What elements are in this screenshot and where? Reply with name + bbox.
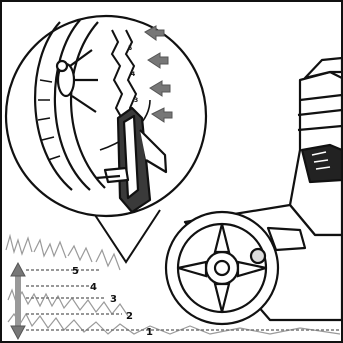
level-label-4: 4 <box>90 282 97 293</box>
notch-mark-5: 5 <box>128 45 132 52</box>
level-label-2: 2 <box>126 311 133 322</box>
notch-mark-4: 4 <box>131 71 135 78</box>
notch-mark-3: 3 <box>134 97 138 104</box>
level-label-1: 1 <box>146 327 153 338</box>
level-label-3: 3 <box>110 294 117 305</box>
level-label-5: 5 <box>72 266 79 277</box>
rear-wheel <box>166 212 278 324</box>
